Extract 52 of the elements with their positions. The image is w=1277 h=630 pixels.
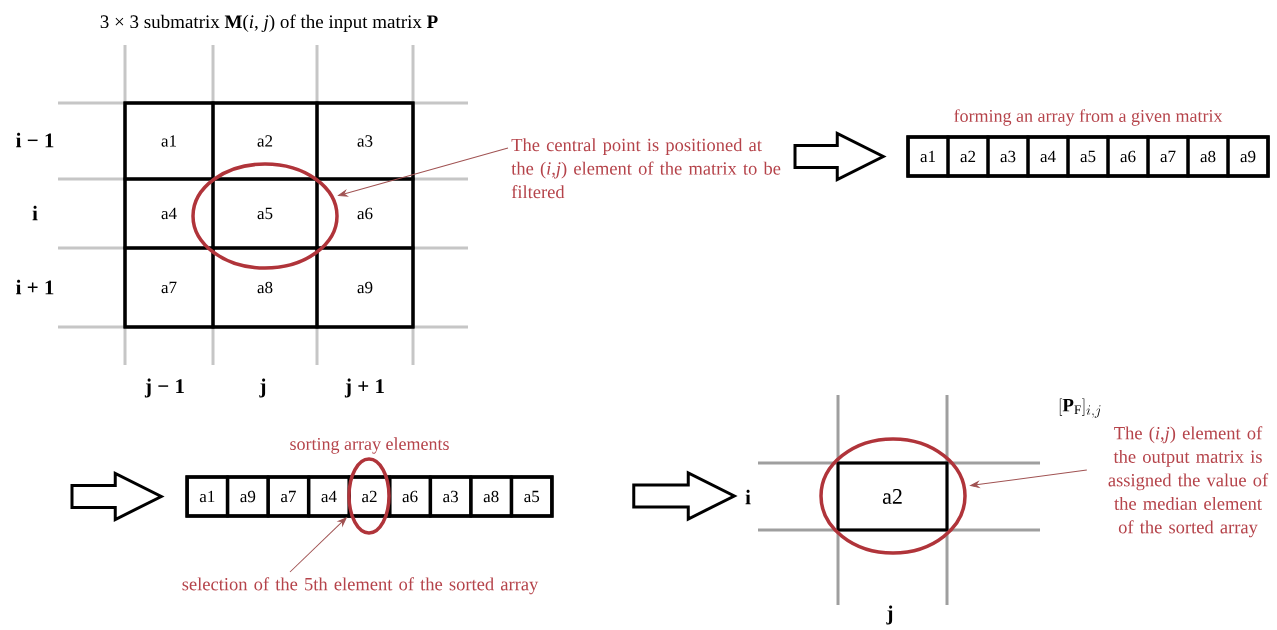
cell: a5 (211, 177, 319, 250)
matrix-element-label: $[\mathbf{P}_{\mathrm{F}}]_{i,j}$ (1059, 398, 1101, 418)
highlight-ellipse (347, 457, 391, 535)
node-label: forming an array from a given matrix (954, 109, 1223, 126)
highlight-ellipse (191, 162, 339, 270)
cell: a7 (266, 475, 310, 518)
cell: a8 (211, 246, 319, 329)
cell: a6 (1106, 135, 1150, 178)
index-label: j + 1 (344, 378, 384, 398)
block-arrow (70, 471, 165, 522)
highlight-ellipse (819, 437, 967, 555)
cell: a5 (510, 475, 554, 518)
cell: a9 (226, 475, 270, 518)
block-arrow (632, 470, 738, 522)
block-arrow (793, 131, 887, 182)
cell: a8 (469, 475, 513, 518)
output-cell: a2 (836, 461, 949, 532)
cell: a1 (123, 101, 215, 181)
node-label: 3 × 3 submatrix M(i, j) of the input matrix P (100, 14, 438, 32)
cell: a2 (946, 135, 990, 178)
annotation-text: selection of the 5th element of the sorted array (182, 577, 539, 595)
cell: a6 (388, 475, 432, 518)
cell: a3 (429, 475, 473, 518)
cell: a8 (1186, 135, 1230, 178)
cell: a4 (307, 475, 351, 518)
leader-line (970, 469, 1088, 488)
cell: a4 (1026, 135, 1070, 178)
leader-line (338, 147, 509, 197)
cell: a6 (315, 177, 415, 250)
cell: a3 (986, 135, 1030, 178)
cell: a1 (906, 135, 950, 178)
index-label: i − 1 (16, 132, 54, 148)
index-label: i + 1 (16, 279, 54, 295)
node-label: sorting array elements (290, 437, 449, 454)
cell: a4 (123, 177, 215, 250)
leader-line (289, 517, 347, 573)
annotation-text: The central point is positioned at the (i,j) element of the matrix to be filtered (511, 138, 781, 199)
index-label: i (32, 205, 38, 221)
annotation-text: The (i,j) element of the output matrix is assigned the value of the median element of the sorted array (1108, 426, 1269, 538)
index-label: i (745, 489, 751, 505)
cell: a2 (348, 475, 391, 518)
cell: a7 (1146, 135, 1190, 178)
index-label: j − 1 (144, 378, 184, 398)
cell: a1 (185, 475, 229, 518)
cell: a5 (1066, 135, 1110, 178)
cell: a9 (1226, 135, 1270, 178)
cell: a3 (315, 101, 415, 181)
index-label: j (259, 378, 266, 398)
cell: a7 (123, 246, 215, 329)
cell: a9 (315, 246, 415, 329)
cell: a2 (211, 101, 319, 181)
index-label: j (886, 605, 893, 625)
